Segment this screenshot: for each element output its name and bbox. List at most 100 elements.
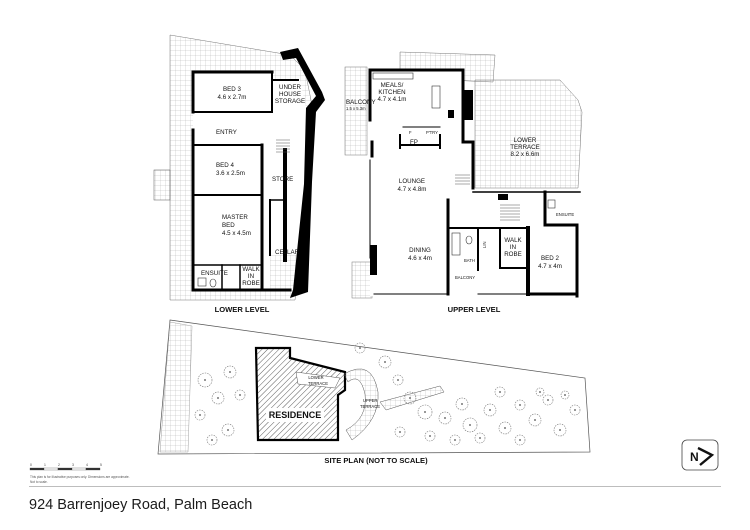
lower-walls bbox=[191, 70, 299, 292]
scale-label-1: 1 bbox=[44, 463, 46, 467]
site-lower-terrace bbox=[295, 371, 341, 389]
dining-label: DINING bbox=[409, 247, 431, 254]
tree-icon bbox=[438, 411, 452, 425]
upper-ensuite-fixture bbox=[547, 199, 556, 209]
upper-wall-block-4 bbox=[498, 194, 508, 200]
tree-icon bbox=[206, 434, 218, 446]
lower-terrace-grid bbox=[474, 79, 583, 189]
tree-icon bbox=[514, 434, 526, 446]
tree-trunk-icon bbox=[519, 439, 521, 441]
master-label-1: MASTER bbox=[222, 214, 248, 221]
under-house-label-3: STORAGE bbox=[275, 98, 305, 105]
fireplace-label: FP bbox=[410, 139, 418, 146]
tree-trunk-icon bbox=[504, 427, 506, 429]
lower-walk-in-3: ROBE bbox=[242, 280, 260, 287]
tree-icon bbox=[392, 374, 404, 386]
upper-wall-block-3 bbox=[463, 90, 473, 120]
site-upper-terrace-2: TERRACE bbox=[360, 404, 380, 409]
tree-icon bbox=[354, 342, 366, 354]
disclaimer-line-1: This plan is for illustrative purposes o… bbox=[30, 475, 130, 479]
residence-label: RESIDENCE bbox=[269, 410, 322, 420]
tree-icon bbox=[569, 404, 581, 416]
linen-label: LIN bbox=[482, 241, 487, 248]
upper-level-title: UPPER LEVEL bbox=[448, 305, 501, 314]
kitchen-island bbox=[431, 85, 441, 109]
tree-trunk-icon bbox=[469, 424, 471, 426]
ensuite-toilet bbox=[209, 278, 217, 288]
scale-segment bbox=[57, 467, 73, 471]
tree-icon bbox=[483, 403, 497, 417]
tree-icon bbox=[417, 404, 433, 420]
tree-trunk-icon bbox=[489, 409, 491, 411]
tree-trunk-icon bbox=[211, 439, 213, 441]
tree-trunk-icon bbox=[409, 397, 411, 399]
tree-trunk-icon bbox=[204, 379, 206, 381]
tree-icon bbox=[498, 421, 512, 435]
meals-label-2: KITCHEN bbox=[378, 89, 405, 96]
lower-terrace-label-2: TERRACE bbox=[510, 144, 540, 151]
lower-interior bbox=[193, 72, 306, 290]
bed4-label: BED 4 bbox=[216, 162, 234, 169]
upper-wall-block-2 bbox=[448, 110, 454, 118]
bed2-label: BED 2 bbox=[541, 255, 559, 262]
lounge-size: 4.7 x 4.8m bbox=[398, 186, 427, 193]
tree-trunk-icon bbox=[534, 419, 536, 421]
tree-trunk-icon bbox=[499, 391, 501, 393]
tree-icon bbox=[462, 417, 478, 433]
tree-trunk-icon bbox=[479, 437, 481, 439]
upper-walk-in-3: ROBE bbox=[504, 251, 522, 258]
tree-icon bbox=[403, 391, 417, 405]
tree-trunk-icon bbox=[574, 409, 576, 411]
scale-segment bbox=[71, 467, 87, 471]
bed4-size: 3.6 x 2.5m bbox=[216, 170, 245, 177]
master-size: 4.5 x 4.5m bbox=[222, 230, 251, 237]
kitchen-counter bbox=[372, 72, 414, 80]
lower-ensuite-label: ENSUITE bbox=[201, 270, 228, 277]
residence-label-bg bbox=[266, 408, 324, 422]
upper-stairs bbox=[455, 174, 520, 221]
upper-walls bbox=[368, 68, 581, 298]
tree-trunk-icon bbox=[547, 399, 549, 401]
bath-label: BATH bbox=[464, 258, 475, 263]
site-vegetation bbox=[194, 342, 581, 446]
tree-trunk-icon bbox=[227, 429, 229, 431]
tree-icon bbox=[197, 372, 213, 388]
tree-trunk-icon bbox=[519, 404, 521, 406]
tree-trunk-icon bbox=[359, 347, 361, 349]
scale-segment bbox=[43, 467, 59, 471]
bed3-size: 4.6 x 2.7m bbox=[218, 94, 247, 101]
cellar-label: CELLAR bbox=[275, 249, 300, 256]
tree-icon bbox=[394, 426, 406, 438]
site-plan-title: SITE PLAN (NOT TO SCALE) bbox=[324, 456, 428, 465]
site-upper-terrace-1: UPPER bbox=[363, 398, 377, 403]
upper-balcony-label: BALCONY bbox=[346, 99, 376, 106]
fridge-label: F bbox=[409, 130, 412, 135]
lower-side-steps bbox=[153, 169, 171, 201]
meals-size: 4.7 x 4.1m bbox=[378, 96, 407, 103]
tree-trunk-icon bbox=[539, 391, 541, 393]
tree-icon bbox=[234, 389, 246, 401]
lower-walk-in-1: WALK bbox=[242, 266, 260, 273]
scale-label-2: 2 bbox=[58, 463, 60, 467]
lower-walk-in-2: IN bbox=[248, 273, 254, 280]
lower-outer-wall bbox=[280, 48, 325, 298]
lower-level-plan: BED 3 4.6 x 2.7m UNDER HOUSE STORAGE ENT… bbox=[153, 34, 325, 314]
tree-icon bbox=[528, 413, 542, 427]
store-label: STORE bbox=[272, 176, 293, 183]
tree-icon bbox=[474, 432, 486, 444]
lower-level-title: LOWER LEVEL bbox=[215, 305, 270, 314]
property-address: 924 Barrenjoey Road, Palm Beach bbox=[29, 497, 253, 513]
lower-terrace-size: 8.2 x 6.6m bbox=[511, 151, 540, 158]
tree-icon bbox=[560, 390, 570, 400]
tree-trunk-icon bbox=[559, 429, 561, 431]
upper-balcony-grid bbox=[344, 66, 368, 156]
site-lower-terrace-1: LOWER bbox=[308, 375, 323, 380]
tree-icon bbox=[378, 355, 392, 369]
tree-icon bbox=[194, 409, 206, 421]
disclaimer-line-2: Not to scale. bbox=[30, 480, 48, 484]
tree-icon bbox=[542, 394, 554, 406]
tree-icon bbox=[223, 365, 237, 379]
scale-label-4: 4 bbox=[86, 463, 88, 467]
tree-icon bbox=[221, 423, 235, 437]
